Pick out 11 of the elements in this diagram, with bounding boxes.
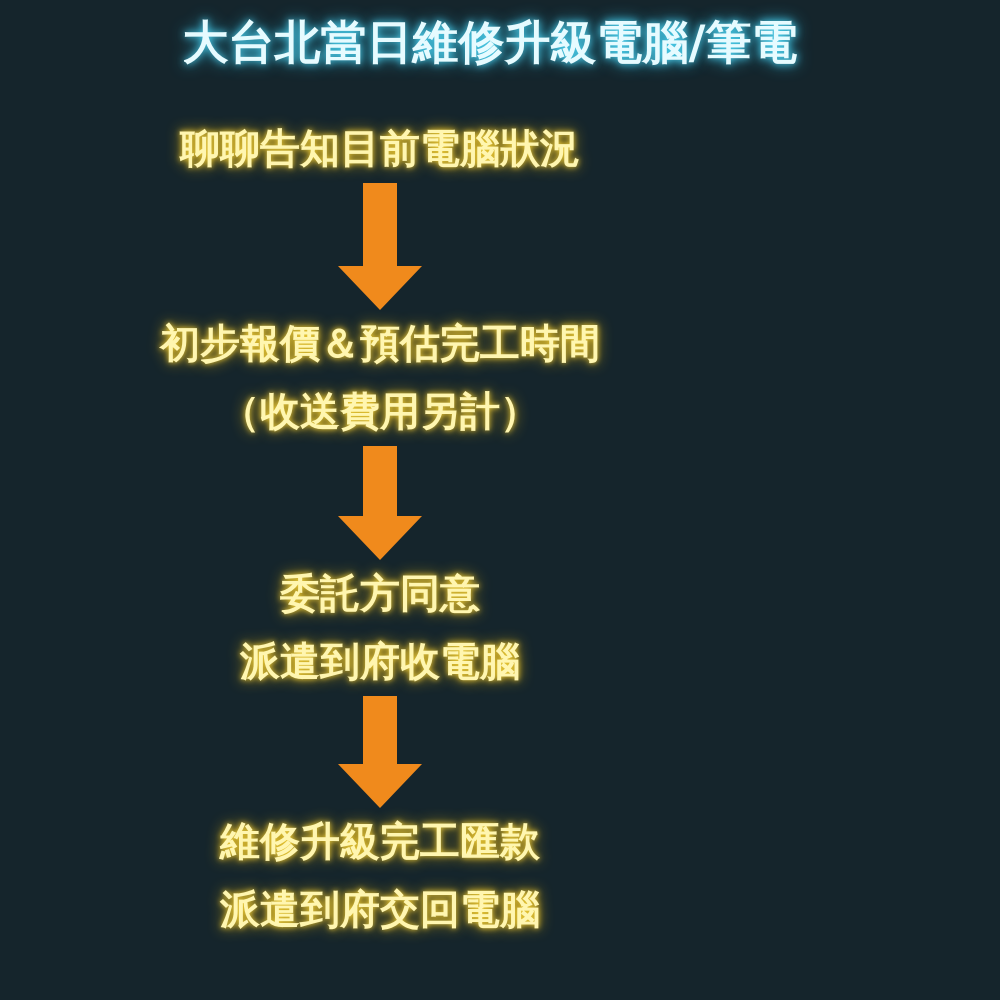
step-text: 初步報價＆預估完工時間 — [160, 320, 600, 369]
step-text: 派遣到府交回電腦 — [220, 886, 540, 935]
step-text: 維修升級完工匯款 — [220, 818, 540, 867]
step-text: 派遣到府收電腦 — [240, 638, 520, 687]
title: 大台北當日維修升級電腦/筆電 — [182, 14, 798, 71]
down-arrow — [338, 446, 422, 560]
step-text: （收送費用另計） — [220, 388, 540, 437]
step-text: 聊聊告知目前電腦狀況 — [180, 125, 580, 174]
step-text: 委託方同意 — [280, 570, 480, 619]
down-arrow — [338, 183, 422, 310]
down-arrow — [338, 696, 422, 808]
